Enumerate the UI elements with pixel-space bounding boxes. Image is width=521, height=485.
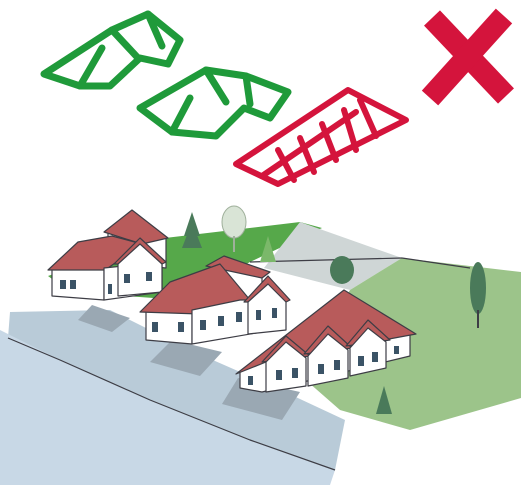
roof-frame-icon	[140, 70, 288, 136]
roof-frame-icon	[236, 90, 406, 184]
reject-x-icon	[430, 16, 506, 98]
house-left	[48, 210, 168, 300]
roof-frame-icon	[44, 14, 180, 86]
tree-behind-right-house	[330, 256, 354, 284]
tree-back-left	[182, 212, 202, 248]
